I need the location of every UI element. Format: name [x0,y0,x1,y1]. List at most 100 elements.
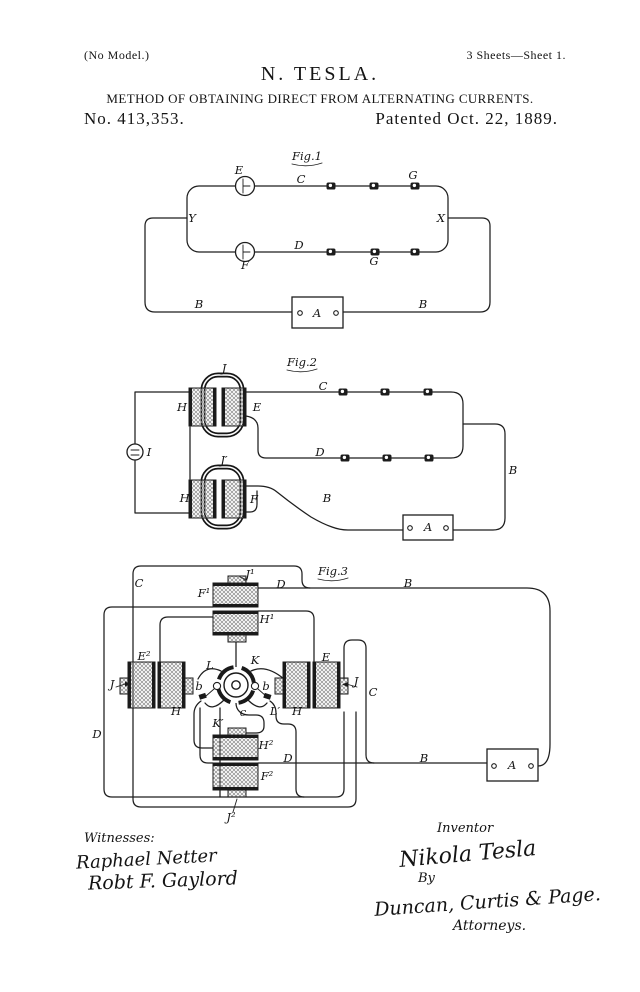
fig3-terminal [491,763,497,769]
fig2-generator-i-icon [126,443,144,461]
fig2-label: B [322,491,331,505]
fig3-label: b [195,679,202,693]
figure-3-drawing: Fig.3CJ¹F¹DBH¹E²LKEJJbbCHHK′cL′DH²DF²BJ²… [91,564,551,824]
fig1-label: B [194,297,203,311]
fig1-label: E [234,163,244,177]
fig3-label: J [108,677,116,691]
fig3-label: J¹ [243,567,254,581]
fig3-label: J [352,674,360,688]
fig1-terminal [333,310,339,316]
fig2-label: A [423,520,432,534]
by-label: By [418,871,435,886]
fig2-transformer-2 [188,464,247,530]
fig3-label: b [262,679,269,693]
fig3-label: J² [224,810,236,824]
fig2-label: I [146,445,152,459]
fig3-label: D [275,577,285,591]
fig3-commutator [198,665,272,705]
fig2-label: D [314,445,324,459]
fig3-label: H [170,704,182,718]
fig2-transformer-1 [188,372,247,438]
fig2-secondary-stub-wire [245,490,258,513]
sheet-info: 3 Sheets—Sheet 1. [466,48,566,62]
fig3-label: A [507,758,516,772]
fig2-generator-top-wire [134,391,190,445]
fig2-terminal [443,525,449,531]
fig3-label: C [369,685,378,699]
fig2-label: E [252,400,262,414]
fig3-label: B [419,751,428,765]
fig3-label: E [321,650,331,664]
fig3-label: K [250,653,261,667]
fig3-j-arrow-right [342,682,358,688]
fig2-right-b-wire [451,423,506,531]
fig2-title-underline [286,368,318,373]
fig3-label: Fig.3 [317,564,348,578]
fig3-label: B [403,576,412,590]
fig1-generator-f-icon [234,241,256,263]
fig2-label: J [220,361,228,375]
fig3-lprime-arc [247,699,268,708]
fig2-label: B [508,463,517,477]
fig3-d-loop-wire [103,606,345,798]
fig3-label: L [205,658,214,672]
fig1-label: B [418,297,427,311]
fig3-label: D [91,727,101,741]
fig3-terminal [528,763,534,769]
fig2-label: C [319,379,328,393]
fig2-lamp-icons [338,388,434,462]
fig3-label: c [240,705,247,719]
fig1-label: Y [188,211,197,225]
fig1-inner-circuit-loop [186,185,449,253]
fig2-label: H [176,400,188,414]
fig1-terminal [297,310,303,316]
fig1-title-underline [291,162,323,167]
fig3-label: C [135,576,144,590]
fig3-topcoil-rightcoil-wire [257,610,315,663]
fig3-label: F² [260,769,274,783]
fig1-label: C [297,172,306,186]
fig3-k-connection-arc [250,668,285,680]
fig3-j-arrow-left [115,681,131,688]
fig3-c-loop-wire [132,565,357,808]
fig2-generator-bottom-wire [134,459,190,514]
fig1-label: A [312,306,321,320]
fig1-label: Fig.1 [291,149,322,163]
fig3-label: D [282,751,292,765]
fig3-c-small-wire [235,702,265,734]
fig3-label: K′ [211,716,224,730]
fig3-l-connection-arc [197,668,222,680]
fig2-label: F [249,492,259,506]
fig3-leftcoil-lead-a [199,707,214,764]
fig1-label: D [293,238,303,252]
fig2-label: J′ [218,453,228,467]
fig1-label: F [240,258,250,272]
fig3-bottom-coil [212,727,259,798]
fig1-label: X [436,211,446,225]
attorneys-label: Attorneys. [453,918,527,934]
fig2-label: Fig.2 [286,355,317,369]
fig3-right-brush-wire [269,700,305,798]
fig1-right-outer-wire [342,217,491,313]
fig3-label: H² [258,738,274,752]
fig3-topcoil-leftcoil-wire [159,616,214,663]
fig3-top-b-wire [257,587,551,767]
fig3-label: L′ [269,704,281,718]
patent-date: Patented Oct. 22, 1889. [375,109,558,128]
fig3-j1-tick [239,576,248,581]
no-model-note: (No Model.) [84,48,150,62]
fig3-label: E² [136,649,150,663]
fig3-label: F¹ [197,586,211,600]
fig2-terminal [407,525,413,531]
patent-number: No. 413,353. [84,109,185,128]
fig1-generator-e-icon [234,175,256,197]
fig3-right-coil [274,661,349,709]
inventor-name-heading: N. TESLA. [260,63,380,85]
fig3-top-coil [212,575,259,643]
fig1-label: G [369,254,378,268]
fig3-title-underline [317,577,349,582]
fig3-c-wire-right [343,639,375,764]
